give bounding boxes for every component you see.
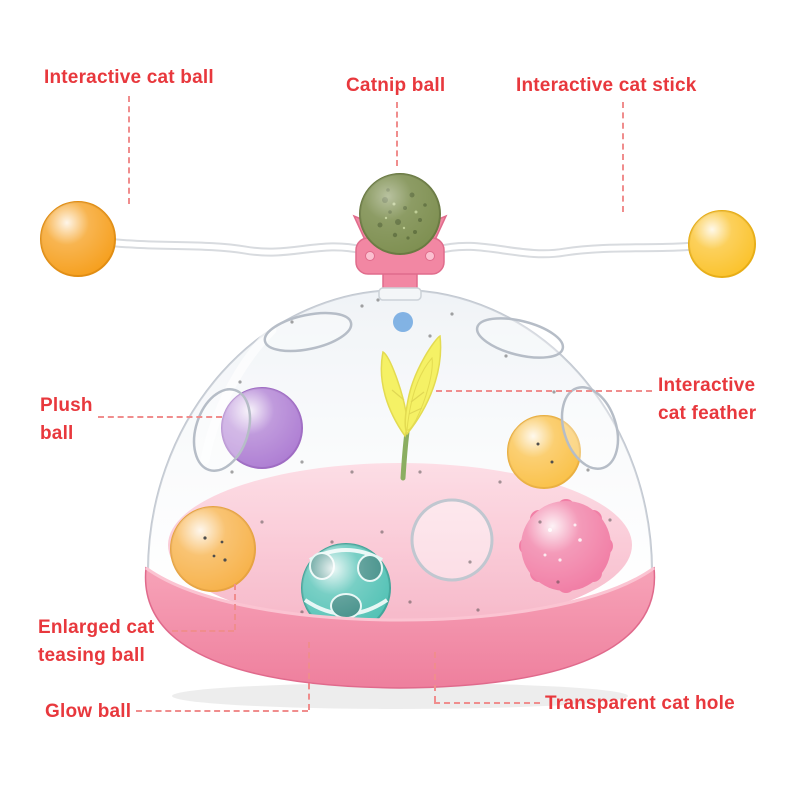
- turntable-base: [144, 566, 656, 689]
- leader-catnip-ball: [396, 102, 398, 166]
- interactive-cat-stick: [40, 201, 756, 278]
- leader-glow-ball-h: [136, 710, 308, 712]
- leader-enlarged-cat-teasing-ball-v: [234, 584, 236, 630]
- leader-interactive-cat-stick: [622, 102, 624, 212]
- label-catnip-ball: Catnip ball: [346, 75, 446, 96]
- leader-interactive-cat-ball: [128, 96, 130, 204]
- track-ball: [507, 415, 581, 489]
- label-transparent-cat-hole: Transparent cat hole: [545, 693, 735, 714]
- turntable-floor: [168, 463, 632, 627]
- leader-glow-ball-v: [308, 642, 310, 710]
- label-plush-ball: Plush ball: [40, 395, 93, 444]
- cat-feather: [380, 334, 442, 481]
- dome-highlight-right: [556, 326, 606, 396]
- leader-plush-ball: [98, 416, 222, 418]
- cat-holes: [192, 311, 620, 582]
- label-interactive-cat-feather: Interactive cat feather: [658, 375, 757, 424]
- glitter-speckles: [230, 298, 612, 614]
- leader-interactive-cat-feather: [436, 390, 652, 392]
- dome-sheen: [148, 290, 652, 632]
- pompom-ball: [519, 499, 613, 593]
- left-stick-ball: [40, 201, 116, 277]
- catnip-ball: [359, 173, 441, 255]
- right-stick-ball: [688, 210, 756, 278]
- label-enlarged-cat-teasing-ball: Enlarged cat teasing ball: [38, 617, 155, 666]
- transparent-cat-hole: [410, 498, 494, 582]
- leader-transparent-cat-hole-h: [434, 702, 540, 704]
- leader-transparent-cat-hole-v: [434, 652, 436, 702]
- label-interactive-cat-ball: Interactive cat ball: [44, 67, 214, 88]
- label-interactive-cat-stick: Interactive cat stick: [516, 75, 697, 96]
- glow-ball: [301, 543, 391, 633]
- label-glow-ball: Glow ball: [45, 701, 132, 722]
- teasing-ball: [170, 506, 256, 592]
- leader-enlarged-cat-teasing-ball-h: [172, 630, 234, 632]
- inner-blue-ball: [393, 312, 413, 332]
